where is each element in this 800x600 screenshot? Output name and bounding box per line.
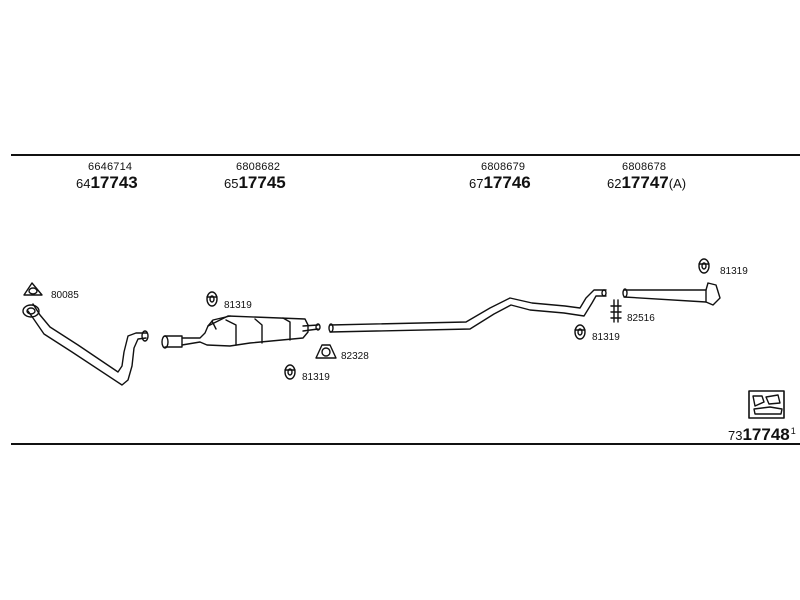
kit-main: 17748 bbox=[742, 425, 790, 444]
part-4-number: 6217747(A) bbox=[607, 173, 686, 193]
bolt-icon bbox=[610, 299, 622, 323]
rubber-hanger-icon bbox=[698, 258, 710, 274]
kit-box-icon bbox=[748, 390, 785, 419]
hanger-label-b: 81319 bbox=[302, 372, 330, 383]
gasket-label: 80085 bbox=[51, 290, 79, 301]
clamp-label: 82328 bbox=[341, 351, 369, 362]
part-4-main: 17747 bbox=[621, 173, 669, 192]
rubber-hanger-icon bbox=[284, 364, 296, 380]
bottom-rule bbox=[11, 443, 800, 445]
gasket-icon bbox=[23, 282, 43, 296]
part-1-prefix: 64 bbox=[76, 176, 91, 191]
rubber-hanger-icon bbox=[206, 291, 218, 307]
hanger-label-d: 81319 bbox=[720, 266, 748, 277]
clamp-icon bbox=[315, 344, 337, 359]
part-1-oe-number: 6646714 bbox=[88, 161, 133, 173]
hanger-label-c: 81319 bbox=[592, 332, 620, 343]
part-2-prefix: 65 bbox=[224, 176, 239, 191]
part-2-main: 17745 bbox=[238, 173, 286, 192]
hanger-label-a: 81319 bbox=[224, 300, 252, 311]
kit-number: 73177481 bbox=[728, 425, 796, 445]
rubber-hanger-icon bbox=[574, 324, 586, 340]
top-rule bbox=[11, 154, 800, 156]
part-3-oe-number: 6808679 bbox=[481, 161, 526, 173]
part-1-main: 17743 bbox=[90, 173, 138, 192]
middle-silencer bbox=[161, 315, 321, 349]
part-3-number: 6717746 bbox=[469, 173, 531, 193]
part-3-prefix: 67 bbox=[469, 176, 484, 191]
part-3-main: 17746 bbox=[483, 173, 531, 192]
kit-prefix: 73 bbox=[728, 428, 743, 443]
tail-pipe bbox=[622, 282, 721, 306]
part-2-number: 6517745 bbox=[224, 173, 286, 193]
kit-superscript: 1 bbox=[790, 425, 796, 436]
bolt-label: 82516 bbox=[627, 313, 655, 324]
part-2-oe-number: 6808682 bbox=[236, 161, 281, 173]
part-4-oe-number: 6808678 bbox=[622, 161, 667, 173]
part-4-suffix: (A) bbox=[668, 176, 687, 191]
part-1-number: 6417743 bbox=[76, 173, 138, 193]
part-4-prefix: 62 bbox=[607, 176, 622, 191]
center-pipe bbox=[328, 289, 607, 333]
front-pipe bbox=[22, 303, 149, 386]
